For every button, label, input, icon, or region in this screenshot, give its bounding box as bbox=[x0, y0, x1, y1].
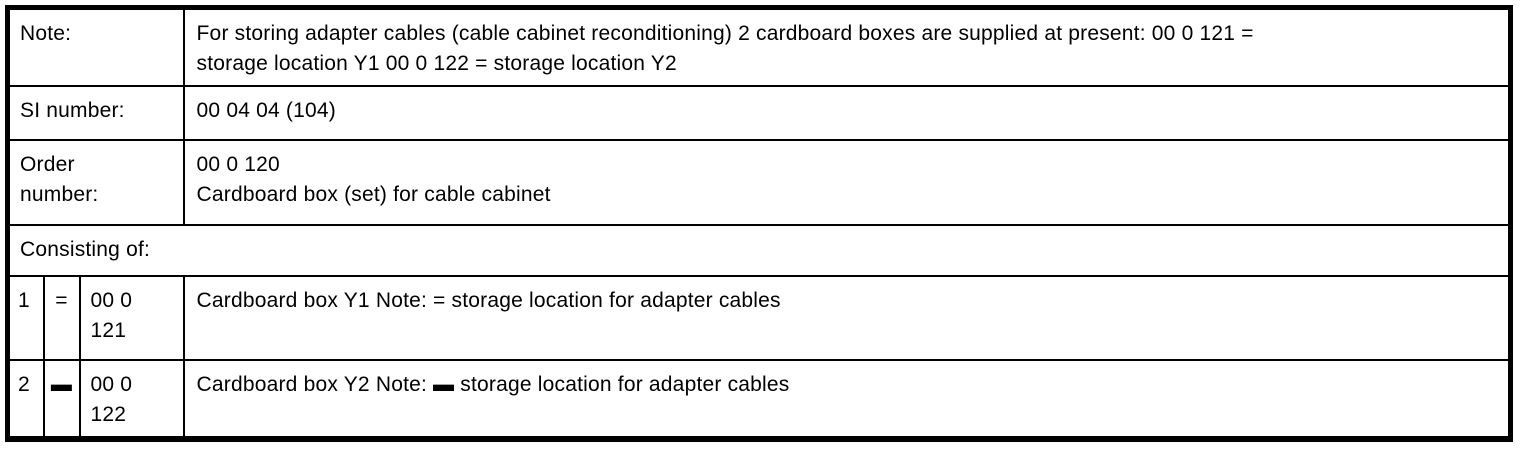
item-part-number: 00 0 122 bbox=[78, 359, 185, 440]
item-symbol: = bbox=[42, 275, 81, 361]
note-label: Note: bbox=[6, 6, 185, 87]
si-number-row: SI number: 00 04 04 (104) bbox=[6, 85, 1512, 141]
order-number-row: Order number: 00 0 120 Cardboard box (se… bbox=[6, 139, 1512, 226]
item-number: 2 bbox=[6, 359, 45, 440]
item-part-number: 00 0 121 bbox=[78, 275, 185, 361]
order-number-label: Order number: bbox=[6, 139, 185, 226]
spec-table: Note: For storing adapter cables (cable … bbox=[5, 5, 1513, 442]
item-symbol: ▬ bbox=[42, 359, 81, 440]
item-number: 1 bbox=[6, 275, 45, 361]
item-row: 1 = 00 0 121 Cardboard box Y1 Note: = st… bbox=[6, 275, 1512, 361]
item-description: Cardboard box Y1 Note: = storage locatio… bbox=[182, 275, 1512, 361]
si-number-label: SI number: bbox=[6, 85, 185, 141]
note-value: For storing adapter cables (cable cabine… bbox=[182, 6, 1512, 87]
item-description: Cardboard box Y2 Note: ▬ storage locatio… bbox=[182, 359, 1512, 440]
order-number-value: 00 0 120 Cardboard box (set) for cable c… bbox=[182, 139, 1512, 226]
note-row: Note: For storing adapter cables (cable … bbox=[6, 6, 1512, 87]
consisting-of-label: Consisting of: bbox=[6, 224, 1512, 277]
item-row: 2 ▬ 00 0 122 Cardboard box Y2 Note: ▬ st… bbox=[6, 359, 1512, 440]
si-number-value: 00 04 04 (104) bbox=[182, 85, 1512, 141]
consisting-of-row: Consisting of: bbox=[6, 224, 1512, 277]
